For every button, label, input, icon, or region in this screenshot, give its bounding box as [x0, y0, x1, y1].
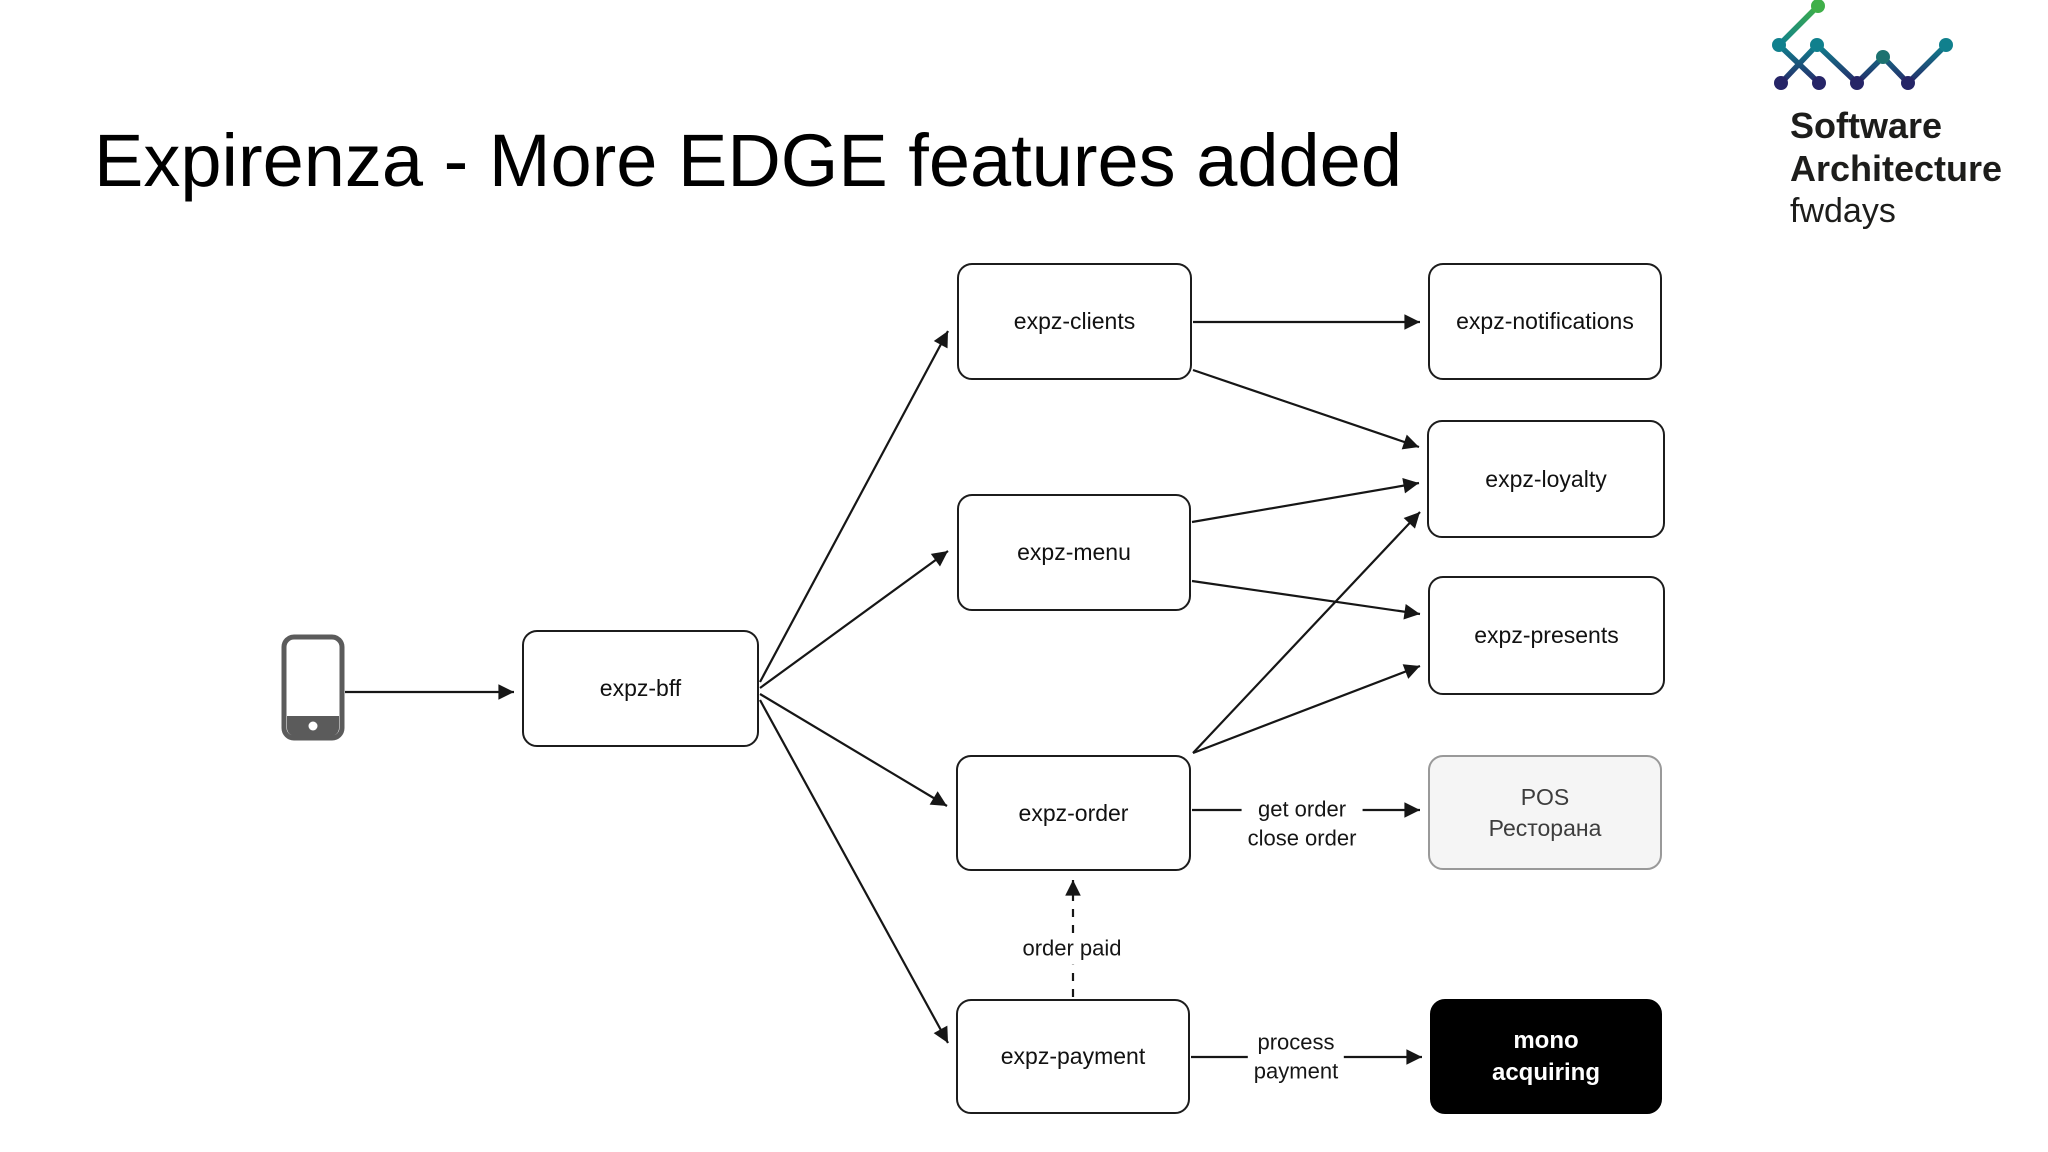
edge-label-line1: process: [1257, 1029, 1335, 1055]
node-expz-loyalty: expz-loyalty: [1427, 420, 1665, 538]
node-label-line1: POS: [1520, 784, 1570, 811]
node-label: expz-notifications: [1456, 308, 1634, 335]
edge-menu-presents: [1191, 579, 1421, 620]
edge-clients-loyalty: [1192, 368, 1420, 450]
node-expz-bff: expz-bff: [522, 630, 759, 747]
node-label: expz-menu: [1017, 539, 1131, 566]
node-expz-payment: expz-payment: [956, 999, 1190, 1114]
node-expz-notifications: expz-notifications: [1428, 263, 1662, 380]
node-label: expz-clients: [1013, 308, 1136, 335]
edge-label-line2: payment: [1253, 1058, 1339, 1083]
edge-bff-order: [759, 693, 948, 807]
node-expz-menu: expz-menu: [957, 494, 1191, 611]
edge-bff-payment: [759, 699, 949, 1044]
edge-label-line2: close order: [1247, 825, 1357, 850]
fwdays-logo-icon: [1772, 0, 1953, 90]
phone-home-button: [308, 721, 318, 731]
edge-label-line1: get order: [1257, 796, 1347, 822]
edge-label-order-paid: order paid: [1016, 933, 1128, 965]
node-expz-presents: expz-presents: [1428, 576, 1665, 695]
node-label-line2: acquiring: [1491, 1058, 1600, 1086]
edge-label-get-close-order: get order close order: [1241, 794, 1363, 854]
edge-bff-menu: [759, 550, 949, 689]
node-label-line1: mono: [1513, 1026, 1579, 1054]
edge-bff-clients: [759, 330, 949, 683]
node-label: expz-loyalty: [1485, 465, 1607, 492]
smartphone-icon: [281, 634, 345, 741]
page-title: Expirenza - More EDGE features added: [94, 119, 1402, 202]
node-mono-acquiring: mono acquiring: [1430, 999, 1662, 1114]
node-label: expz-payment: [1000, 1043, 1146, 1070]
logo-word-software: Software: [1790, 105, 1943, 146]
node-label: expz-bff: [599, 675, 682, 702]
node-label-line2: Ресторана: [1488, 814, 1602, 841]
node-label: expz-presents: [1474, 622, 1619, 649]
edge-label-line1: order paid: [1022, 935, 1122, 961]
node-expz-clients: expz-clients: [957, 263, 1192, 380]
logo-word-fwdays: fwdays: [1790, 192, 1896, 230]
logo-word-architecture: Architecture: [1790, 148, 2003, 189]
node-label: expz-order: [1018, 799, 1129, 826]
edge-order-loyalty: [1192, 511, 1421, 754]
fwdays-logo-text: Software Architecture fwdays: [1790, 104, 2002, 233]
node-pos-restorana: POS Ресторана: [1428, 755, 1662, 870]
edge-menu-loyalty: [1191, 477, 1420, 524]
edge-label-process-payment: process payment: [1247, 1027, 1345, 1087]
edge-order-presents: [1192, 664, 1421, 755]
node-expz-order: expz-order: [956, 755, 1191, 871]
